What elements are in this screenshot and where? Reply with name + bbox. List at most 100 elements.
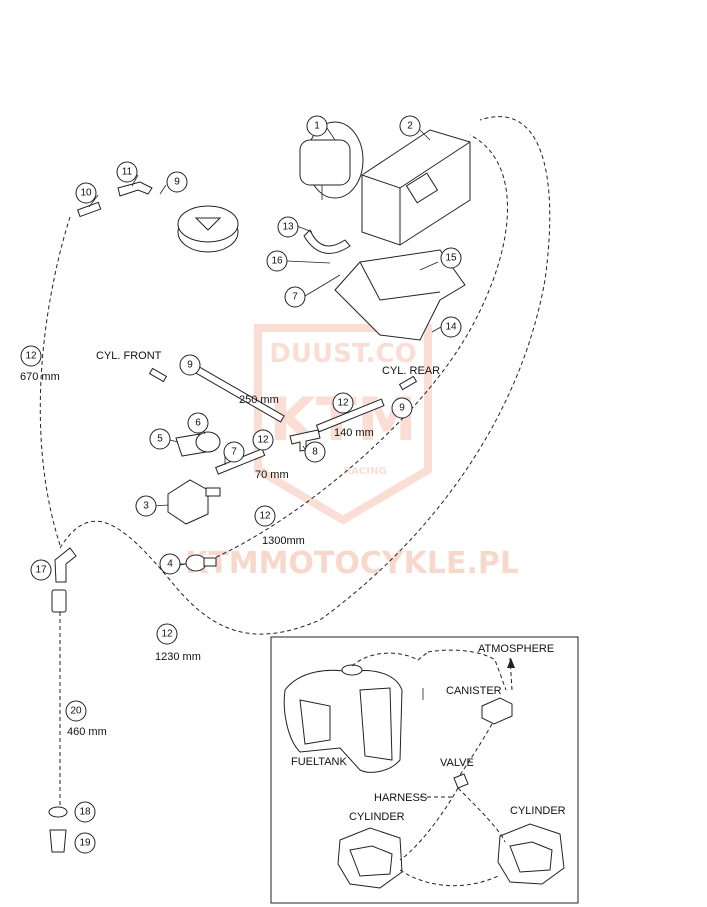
hose-670 <box>39 216 71 546</box>
hose-connector <box>185 554 217 572</box>
label-len-1300: 1300mm <box>262 535 305 547</box>
inset-line-atmosphere <box>509 657 513 691</box>
small-hose <box>117 181 153 197</box>
callout-16: 16 <box>266 250 288 272</box>
callout-7b: 7 <box>223 441 245 463</box>
label-len-250: 250 mm <box>239 394 279 406</box>
callout-12d: 12 <box>254 505 276 527</box>
callout-12e: 12 <box>156 623 178 645</box>
inset-valve <box>453 773 469 789</box>
label-cyl-rear: CYL. REAR <box>382 365 440 377</box>
callout-6-label: 6 <box>195 418 201 429</box>
filter-19 <box>49 829 67 853</box>
callout-4: 4 <box>159 553 181 575</box>
inset-label-valve: VALVE <box>440 757 474 769</box>
inset-canister <box>481 697 513 725</box>
callout-9a-label: 9 <box>174 177 180 188</box>
callout-9b-label: 9 <box>187 360 193 371</box>
callout-1: 1 <box>306 115 328 137</box>
label-cyl-front: CYL. FRONT <box>96 350 162 362</box>
hose-140 <box>315 398 385 433</box>
callout-7b-label: 7 <box>231 447 237 458</box>
callout-17: 17 <box>30 559 52 581</box>
purge-valve <box>167 479 221 525</box>
callout-18-label: 18 <box>79 807 91 818</box>
callout-12a-label: 12 <box>25 351 37 362</box>
fitting-9b <box>398 375 418 391</box>
callout-12d-label: 12 <box>259 511 271 522</box>
callout-15: 15 <box>440 247 462 269</box>
callout-1-label: 1 <box>314 121 320 132</box>
inset-schematic: ATMOSPHERE CANISTER FUELTANK VALVE HARNE… <box>270 636 579 904</box>
callout-9c: 9 <box>391 397 413 419</box>
fitting-9a <box>148 367 168 383</box>
callout-13: 13 <box>277 216 299 238</box>
inset-label-cylinder-left: CYLINDER <box>349 811 405 823</box>
callout-markers: 1 2 3 4 5 6 7 7 8 9 9 9 10 11 12 12 12 1… <box>20 115 462 854</box>
canister-cylinder <box>299 121 364 200</box>
callout-19: 19 <box>74 832 96 854</box>
hose-stub-20 <box>51 589 67 613</box>
inset-line-tank-valve <box>351 651 429 667</box>
callout-9a: 9 <box>166 171 188 193</box>
callout-17-label: 17 <box>35 565 47 576</box>
label-len-670: 670 mm <box>20 371 60 383</box>
inset-cylinder-right-detail <box>509 841 553 873</box>
callout-11: 11 <box>116 161 138 183</box>
callout-7a-label: 7 <box>292 292 298 303</box>
inset-label-harness: HARNESS <box>374 792 427 804</box>
callout-13-label: 13 <box>282 222 294 233</box>
watermark-logo-sub: RACING <box>343 466 386 477</box>
callout-12e-label: 12 <box>161 629 173 640</box>
inset-tank-panel-right <box>359 687 393 761</box>
watermark-logo-text: DUUST.CO <box>269 339 416 369</box>
label-len-460: 460 mm <box>67 726 107 738</box>
callout-2-label: 2 <box>407 121 413 132</box>
callout-12c-label: 12 <box>257 435 269 446</box>
canister-box <box>361 129 471 246</box>
callout-12b-label: 12 <box>337 398 349 409</box>
inset-line-cyl-right <box>457 787 506 843</box>
label-len-70: 70 mm <box>255 469 289 481</box>
callout-20-label: 20 <box>70 706 82 717</box>
callout-5-label: 5 <box>157 434 163 445</box>
callout-3: 3 <box>135 495 157 517</box>
t-piece <box>54 547 77 583</box>
callout-10-label: 10 <box>80 188 92 199</box>
callout-3-label: 3 <box>143 501 149 512</box>
inset-line-bottom <box>399 869 501 887</box>
fuel-cap <box>177 205 239 253</box>
hose-1300 <box>209 134 508 561</box>
callout-8: 8 <box>304 441 326 463</box>
callout-7a: 7 <box>284 286 306 308</box>
callout-6: 6 <box>187 412 209 434</box>
callout-9b: 9 <box>179 354 201 376</box>
hose-bend <box>303 229 351 254</box>
hose-1230 <box>59 116 551 635</box>
callout-12a: 12 <box>20 345 42 367</box>
inset-line-canister <box>427 649 507 691</box>
callout-14-label: 14 <box>445 322 457 333</box>
callout-2: 2 <box>399 115 421 137</box>
callout-5: 5 <box>149 428 171 450</box>
callout-16-label: 16 <box>271 256 283 267</box>
inset-line-cyl <box>399 787 459 861</box>
callout-19-label: 19 <box>79 838 91 849</box>
callout-14: 14 <box>440 316 462 338</box>
valve-mount <box>175 431 221 457</box>
fitting-10 <box>76 201 102 218</box>
callout-18: 18 <box>74 801 96 823</box>
callout-12b: 12 <box>332 392 354 414</box>
callout-10: 10 <box>75 182 97 204</box>
watermark-logo: DUUST.CO KTM RACING <box>254 324 432 525</box>
inset-label-canister: CANISTER <box>446 685 502 697</box>
leader-lines <box>88 127 442 566</box>
callout-4-label: 4 <box>167 559 173 570</box>
callout-12c: 12 <box>252 429 274 451</box>
clamp-18 <box>48 806 68 818</box>
watermark-site-text: KTMMOTOCYKLE.PL <box>185 546 519 581</box>
callout-11-label: 11 <box>122 167 133 178</box>
label-len-140: 140 mm <box>334 427 374 439</box>
inset-tank-cap <box>341 664 363 676</box>
